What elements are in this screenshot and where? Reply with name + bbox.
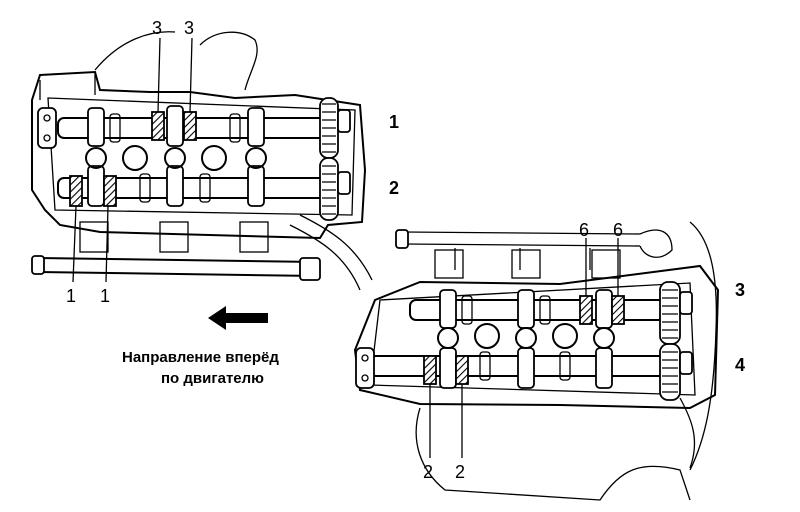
top-bottom-number-1-left: 1 [66, 286, 76, 306]
timing-gear-rear-upper [659, 281, 681, 345]
timing-gear-rear-lower [659, 343, 681, 401]
hatched-cap-6b [611, 295, 625, 325]
hatched-cap-3b [183, 111, 197, 141]
top-callout-3-left: 3 [152, 18, 162, 38]
hatched-cap-3a [151, 111, 165, 141]
bottom-cylinder-head [353, 221, 720, 501]
hatched-cap-1b [103, 175, 117, 207]
hatched-cap-2b [455, 355, 469, 385]
direction-caption-line2: по двигателю [161, 370, 264, 387]
left-arrow-icon [208, 306, 268, 330]
side-label-3: 3 [735, 280, 745, 300]
hatched-cap-1a [69, 175, 83, 207]
side-label-2: 2 [389, 178, 399, 198]
hatched-cap-6a [579, 295, 593, 325]
timing-gear-upper [319, 97, 339, 159]
side-label-4: 4 [735, 355, 745, 375]
bottom-number-2-left: 2 [423, 462, 433, 482]
top-callout-3-right: 3 [184, 18, 194, 38]
direction-caption-line1: Направление вперёд [122, 349, 279, 366]
side-label-1: 1 [389, 112, 399, 132]
bottom-number-2-right: 2 [455, 462, 465, 482]
top-bottom-number-1-right: 1 [100, 286, 110, 306]
bottom-callout-6-left: 6 [579, 220, 589, 240]
timing-gear-lower [319, 157, 339, 221]
top-cylinder-head [31, 31, 373, 291]
hatched-cap-2a [423, 355, 437, 385]
bottom-callout-6-right: 6 [613, 220, 623, 240]
